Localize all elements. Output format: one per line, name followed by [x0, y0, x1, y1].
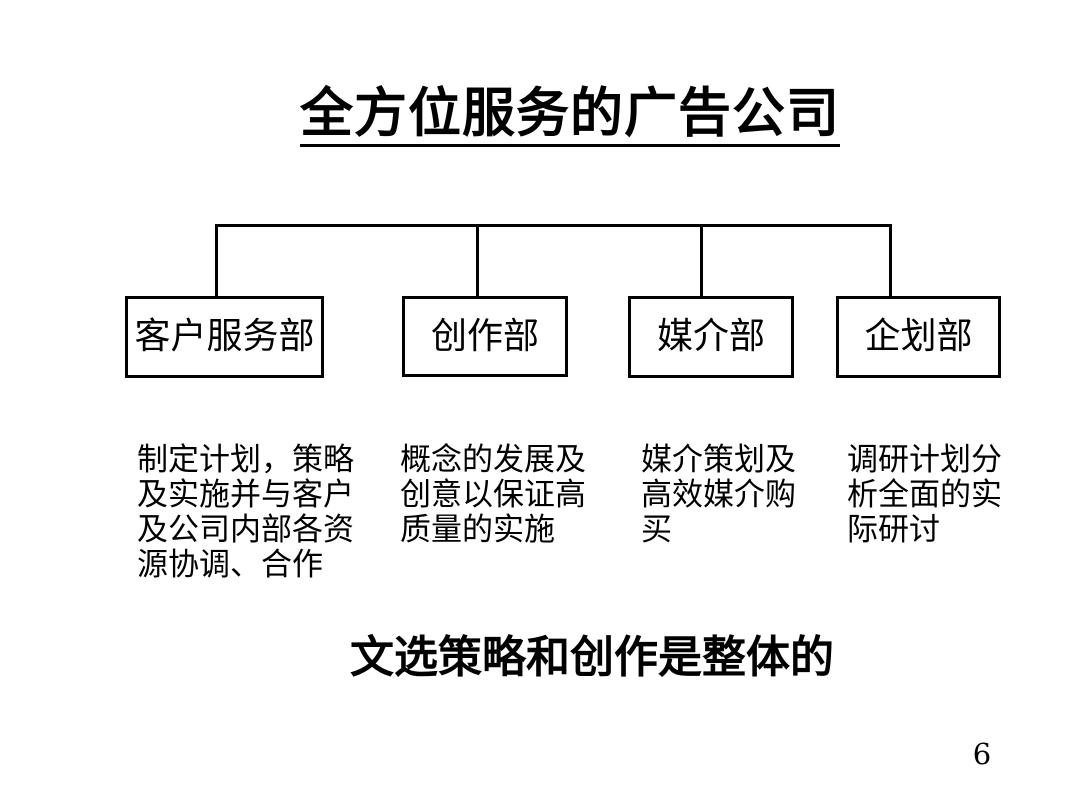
dept-description-customer-service: 制定计划，策略 及实施并与客户 及公司内部各资 源协调、合作 [137, 442, 354, 583]
dept-box-label: 创作部 [430, 315, 539, 357]
org-connector-drop-3 [700, 224, 703, 299]
page-number: 6 [972, 737, 992, 771]
org-connector-drop-1 [215, 224, 218, 299]
dept-box-creative: 创作部 [402, 296, 568, 377]
org-connector-drop-4 [889, 224, 892, 299]
dept-description-media: 媒介策划及 高效媒介购 买 [641, 442, 796, 548]
org-connector-top-line [215, 224, 892, 227]
dept-box-label: 客户服务部 [134, 316, 315, 357]
dept-box-label: 媒介部 [656, 316, 765, 357]
org-connector-drop-2 [476, 224, 479, 299]
dept-box-media: 媒介部 [628, 296, 794, 378]
footer-note: 文选策略和创作是整体的 [350, 632, 834, 683]
dept-box-label: 企划部 [864, 316, 973, 357]
dept-description-creative: 概念的发展及 创意以保证高 质量的实施 [400, 442, 586, 548]
dept-box-planning: 企划部 [836, 296, 1001, 378]
slide-title: 全方位服务的广告公司 [300, 84, 840, 148]
dept-description-planning: 调研计划分 析全面的实 际研讨 [847, 442, 1002, 548]
dept-box-customer-service: 客户服务部 [125, 296, 324, 378]
